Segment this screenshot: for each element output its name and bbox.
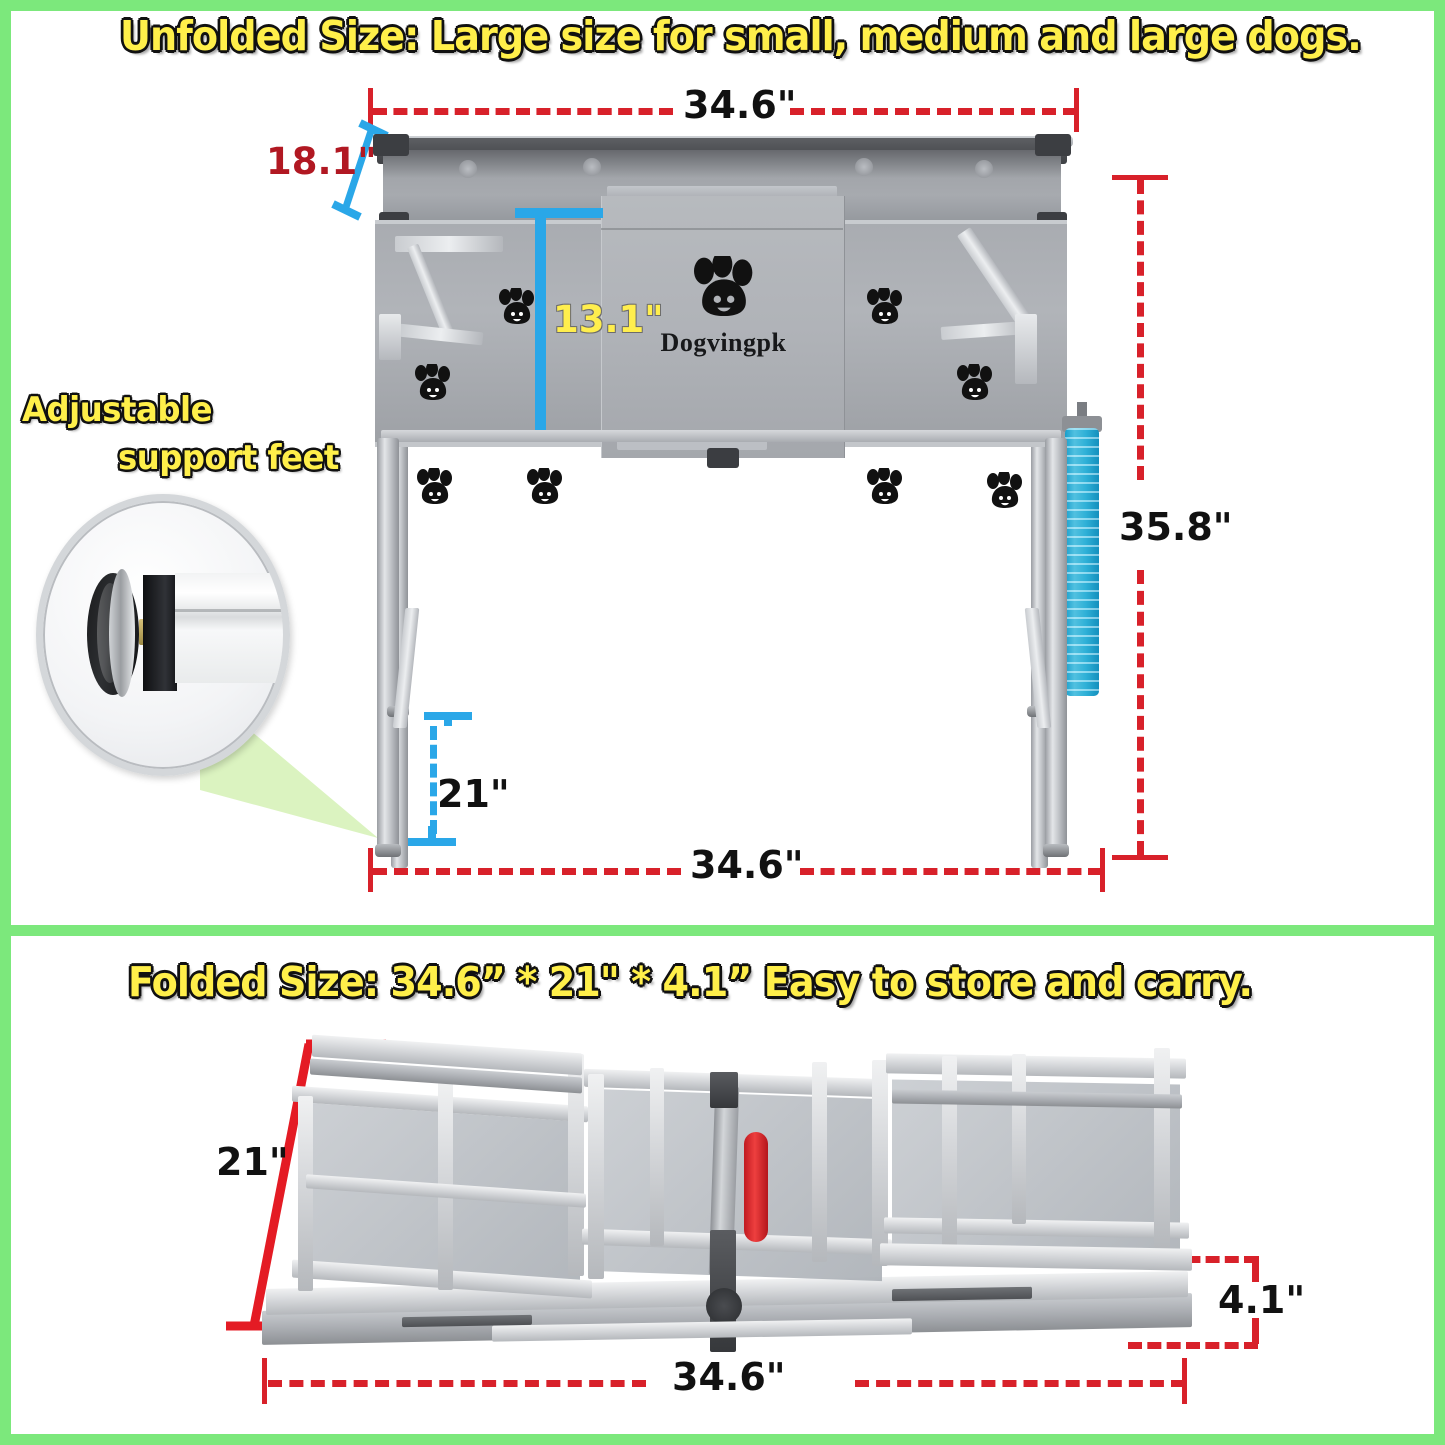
drain-outlet	[1077, 402, 1087, 420]
dimension-leg-span: 21"	[437, 772, 510, 816]
ramp-latch-tab[interactable]	[707, 448, 739, 468]
folded-post-center-b	[650, 1068, 664, 1246]
dim-line-top-left	[373, 108, 673, 115]
dim-line-right-lower	[1137, 570, 1144, 855]
mount-screw-3	[855, 158, 873, 176]
dim-tick-top-left	[368, 88, 373, 132]
tub-interior-shadow	[383, 150, 1061, 178]
feature-label-line1: Adjustable	[22, 390, 212, 430]
support-bracket-left-top	[395, 236, 503, 252]
dim-line-tub-height	[535, 212, 546, 440]
adjustable-foot-inset	[36, 494, 290, 776]
valve-handle[interactable]	[744, 1132, 768, 1242]
latch-knob[interactable]	[706, 1288, 742, 1324]
adjustable-foot-front-left	[375, 844, 401, 857]
dim-cap-leg-top-stem	[444, 712, 452, 726]
dimension-bottom-width: 34.6"	[690, 843, 804, 887]
brand-logo: Dogvingpk	[641, 256, 806, 358]
dimension-folded-thickness: 4.1"	[1218, 1278, 1306, 1322]
dim-tick-right-bottom	[1112, 855, 1168, 860]
paw-print-icon	[867, 288, 902, 324]
dimension-top-width: 34.6"	[683, 83, 797, 127]
paw-print-icon	[957, 364, 992, 400]
dim-tick-right-top	[1112, 175, 1168, 180]
adjustable-foot-front-right	[1043, 844, 1069, 857]
dim-tick-thickness-bottom	[1252, 1318, 1259, 1344]
hose-body	[1065, 428, 1099, 696]
corner-cap-left	[373, 134, 409, 156]
dim-line-top-right	[790, 108, 1077, 115]
dim-line-folded-left	[268, 1380, 646, 1387]
dimension-tub-height: 13.1"	[553, 298, 664, 341]
mount-screw-1	[459, 160, 477, 178]
dim-line-leg	[430, 726, 437, 834]
leg-back-right	[1031, 308, 1048, 868]
detail-magnifier-icon	[36, 494, 290, 776]
corner-cap-right	[1035, 134, 1071, 156]
dim-line-folded-right	[855, 1380, 1185, 1387]
leg-front-left	[377, 438, 399, 848]
frame-border-bottom	[0, 1434, 1445, 1445]
hinge-left	[379, 314, 401, 360]
folded-post-left-a	[298, 1096, 313, 1291]
dim-cap-leg-bottom	[408, 838, 456, 846]
dim-tick-bottom-right	[1100, 848, 1105, 892]
panel-divider	[0, 925, 1445, 936]
frame-border-right	[1434, 0, 1445, 1445]
dim-tick-folded-left	[262, 1358, 267, 1404]
dimension-folded-depth: 21"	[216, 1140, 289, 1184]
paw-print-icon	[415, 364, 450, 400]
leg-front-right	[1045, 438, 1067, 848]
brand-name: Dogvingpk	[660, 328, 787, 357]
folded-rail-right-lower	[880, 1243, 1192, 1271]
paw-print-icon	[499, 288, 534, 324]
feature-label-line2: support feet	[118, 438, 339, 478]
leg-tube-body	[175, 573, 283, 683]
dim-line-thickness-top	[1148, 1256, 1258, 1263]
grooming-table-folded	[252, 1034, 1212, 1364]
ramp-seam	[601, 228, 843, 230]
paw-print-icon	[693, 256, 752, 316]
dim-line-bottom-right	[800, 868, 1102, 875]
dim-tick-bottom-left	[368, 848, 373, 892]
leg-tube-end	[143, 575, 177, 691]
dim-cap-tub-top	[515, 208, 603, 218]
mount-screw-2	[583, 158, 601, 176]
folded-rear-slot	[892, 1286, 1032, 1302]
folded-post-right-c	[1154, 1048, 1170, 1248]
dimension-folded-width: 34.6"	[672, 1355, 786, 1399]
folded-post-right-b	[1012, 1054, 1026, 1224]
paw-print-icon	[417, 468, 452, 504]
frame-rail-front	[381, 430, 1061, 442]
page-title-folded: Folded Size: 34.6” * 21" * 4.1” Easy to …	[128, 958, 1253, 1006]
folded-post-center-c	[812, 1062, 827, 1262]
folded-post-center-d	[872, 1060, 888, 1266]
paw-print-icon	[527, 468, 562, 504]
frame-border-top	[0, 0, 1445, 11]
folded-post-center-a	[588, 1074, 604, 1279]
dim-line-thickness-bottom	[1128, 1342, 1258, 1349]
dim-tick-thickness-top	[1252, 1256, 1259, 1282]
ramp-door-panel	[601, 196, 845, 458]
hinge-right	[1015, 314, 1037, 384]
folded-rail-right-top	[886, 1053, 1186, 1079]
dim-line-bottom-left	[373, 868, 681, 875]
leg-tube-seam	[175, 609, 283, 612]
dimension-total-height: 35.8"	[1119, 505, 1233, 549]
paw-print-icon	[867, 468, 902, 504]
dimension-depth: 18.1"	[266, 140, 377, 183]
dim-cap-leg-bottom-stem	[428, 826, 436, 840]
mount-screw-4	[975, 160, 993, 178]
foot-pad-rim	[109, 569, 135, 697]
frame-border-left	[0, 0, 11, 1445]
dim-line-right-upper	[1137, 180, 1144, 480]
page-title-unfolded: Unfolded Size: Large size for small, med…	[120, 12, 1362, 60]
paw-print-icon	[987, 472, 1022, 508]
folded-post-left-c	[568, 1054, 584, 1276]
folded-post-right-a	[942, 1056, 957, 1252]
dim-arrow-depth	[331, 119, 389, 221]
grooming-table-unfolded: Dogvingpk 13.1"	[355, 128, 1102, 868]
valve-bracket	[710, 1072, 738, 1108]
